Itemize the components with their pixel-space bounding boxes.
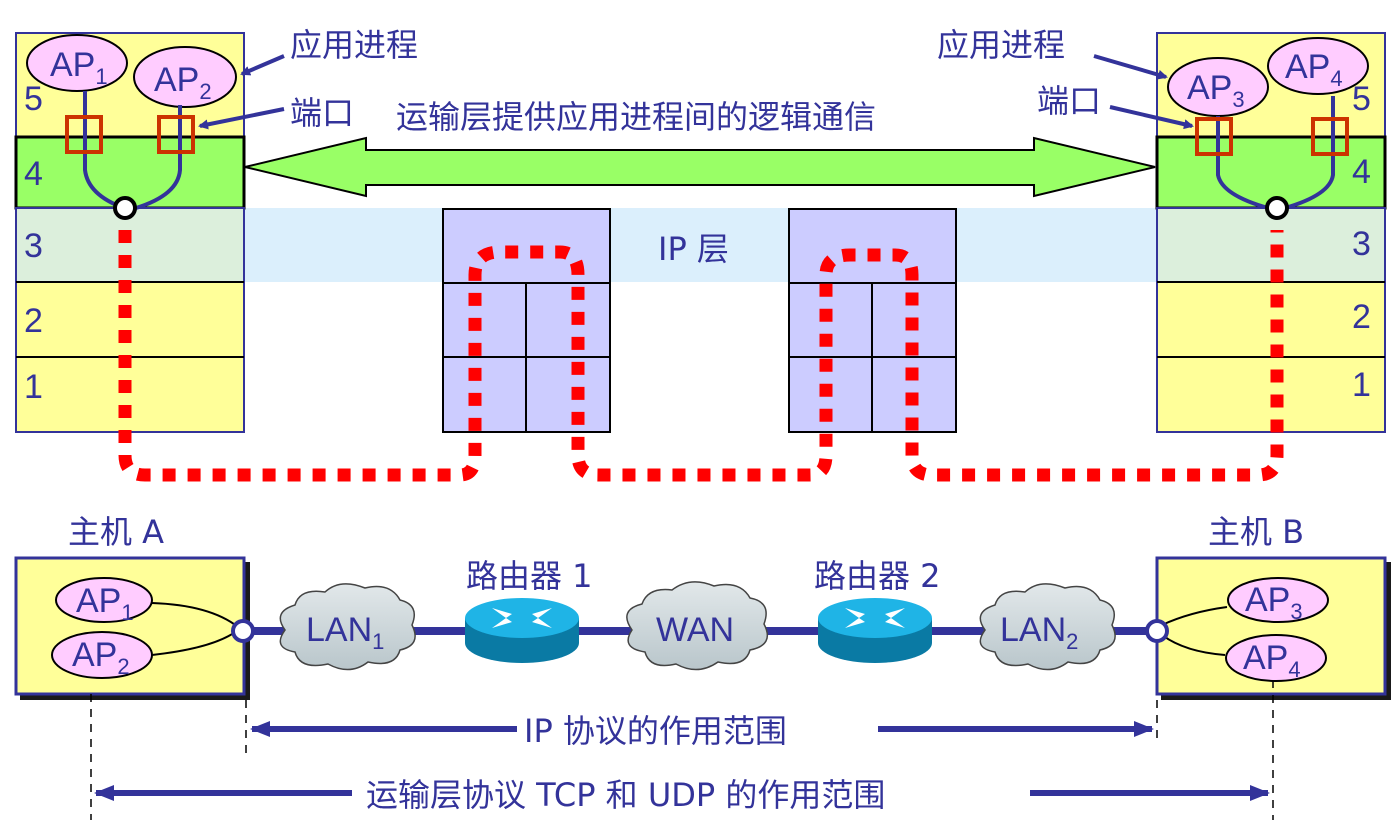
port-box-ap1 [65,115,103,154]
lan1-cloud: LAN1 [279,583,416,671]
layer-label: 4 [1352,153,1371,191]
ip-layer-band [245,208,1157,282]
host-b-process-ap3: AP3 [1245,581,1303,624]
router-1-label: 路由器 1 [466,557,593,595]
network-label: LAN2 [1000,611,1078,654]
logical-communication-label: 运输层提供应用进程间的逻辑通信 [396,98,876,136]
router-2-icon [818,598,932,663]
ip-scope-label: IP 协议的作用范围 [524,712,787,750]
layer-label: 2 [24,302,43,340]
layer-2-left [15,281,245,358]
logical-communication-double-arrow [244,136,1156,198]
host-b-box: AP3 AP4 [1155,556,1391,700]
host-b-interface [1145,619,1169,643]
lan2-cloud: LAN2 [979,583,1116,671]
layer-label: 3 [1352,225,1371,263]
multiplex-point-left [113,196,137,220]
host-a-title: 主机 A [68,513,164,551]
layer-label: 3 [24,227,43,265]
transport-scope-label: 运输层协议 TCP 和 UDP 的作用范围 [366,776,885,814]
layer-label: 5 [1352,80,1371,118]
host-b-title: 主机 B [1208,513,1304,551]
layer-label: 1 [1352,366,1371,404]
layer-3-left [15,207,245,283]
port-box-ap2 [157,115,195,154]
wan-cloud: WAN [626,581,768,671]
network-label: LAN1 [306,611,384,654]
process-ellipse-ap2 [133,46,237,108]
network-label: WAN [656,611,734,649]
process-ellipse-ap1 [26,34,128,92]
layer-4-right [1155,135,1387,210]
process-label-ap4: AP4 [1285,48,1343,91]
layer-label: 1 [24,368,43,406]
multiplex-point-right [1265,196,1289,220]
process-label-ap3: AP3 [1187,69,1245,112]
layer-label: 2 [1352,298,1371,336]
router-1-icon [465,598,579,663]
host-a-interface [231,619,255,643]
host-a-process-ap1: AP1 [76,582,134,625]
left-host-stack: 5 4 3 2 1 AP1 AP2 [14,32,246,433]
host-b-process-ap4: AP4 [1243,639,1301,682]
layer-label: 5 [24,80,43,118]
process-label-ap1: AP1 [50,46,108,89]
port-label-left: 端口 [290,94,354,132]
router-1-stack [442,208,611,433]
app-process-label-right: 应用进程 [937,26,1065,64]
host-a-process-ap2: AP2 [72,636,130,679]
app-process-label-left: 应用进程 [290,26,418,64]
port-label-right: 端口 [1037,82,1101,120]
router-2-label: 路由器 2 [814,557,941,595]
layer-label: 4 [24,155,43,193]
layer-4-left [14,135,246,210]
host-a-box: AP1 AP2 [14,556,250,700]
data-path-dotted [118,230,1284,482]
process-label-ap2: AP2 [154,61,212,104]
router-2-stack [788,208,957,433]
layer-1-left [15,356,245,433]
port-box-ap4 [1311,117,1349,156]
process-ellipse-ap4 [1267,37,1369,95]
port-box-ap3 [1195,117,1233,156]
ip-layer-label: IP 层 [658,230,729,268]
